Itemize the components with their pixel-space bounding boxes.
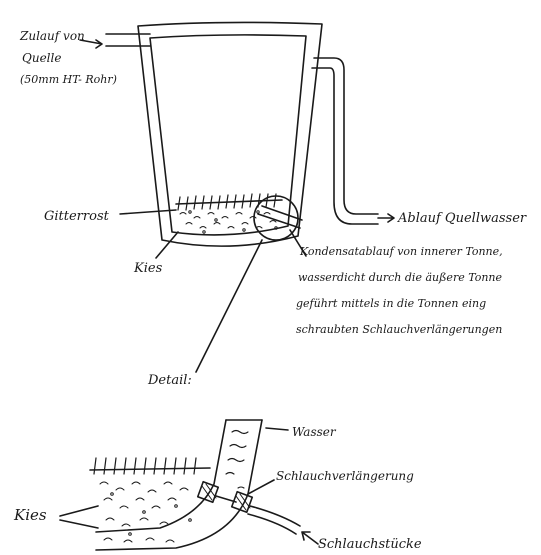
outflow-pipe [311,57,379,225]
label-kondensat-3: geführt mittels in die Tonnen eing [296,297,487,310]
label-kondensat-4: schraubten Schlauchverlängerungen [296,323,503,336]
gravel-fill [179,210,278,234]
schlauchstueck-arrow [301,531,319,545]
detail-inner-wall [95,419,227,533]
fitting-inner [196,480,220,504]
label-kies-top: Kies [134,261,163,276]
label-kondensat-1: Kondensatablauf von innerer Tonne, [300,245,503,258]
label-zulauf-1: Zulauf von [20,29,85,43]
kondensat-pointer [289,229,307,257]
inflow-pipe [105,33,151,47]
grate-line [175,199,283,205]
grate-hatch [177,193,277,211]
condensate-hose [257,205,303,229]
label-kondensat-2: wasserdicht durch die äußere Tonne [298,271,502,284]
fitting-hatch [201,483,251,511]
schlauchverl-pointer [247,479,275,495]
inflow-arrow [79,39,103,49]
wasser-pointer [265,427,289,431]
label-schlauchverlaengerung: Schlauchverlängerung [276,469,414,483]
detail-gravel [99,481,192,543]
gitterrost-pointer [119,209,177,215]
detail-outer-wall [95,419,263,551]
outer-barrel [137,21,323,247]
label-wasser: Wasser [292,425,336,439]
water-waves [225,429,249,489]
kies-detail-pointer [59,505,99,529]
detail-circle [253,195,299,241]
detail-grate-hatch [93,457,197,475]
detail-leader [195,239,263,373]
label-kies-detail: Kies [14,506,47,524]
label-detail: Detail: [148,373,192,388]
inner-barrel [149,34,307,236]
fitting-outer [230,490,254,514]
detail-grate-line [89,467,211,471]
kies-pointer [155,231,179,259]
label-schlauchstueck: Schlauchstücke [318,537,422,552]
label-gitterrost: Gitterrost [44,209,109,224]
detail-hose [215,495,301,535]
label-ablauf: Ablauf Quellwasser [398,211,527,226]
outflow-arrow [377,213,395,223]
label-zulauf-3: (50mm HT- Rohr) [20,73,117,86]
label-zulauf-2: Quelle [22,51,62,65]
